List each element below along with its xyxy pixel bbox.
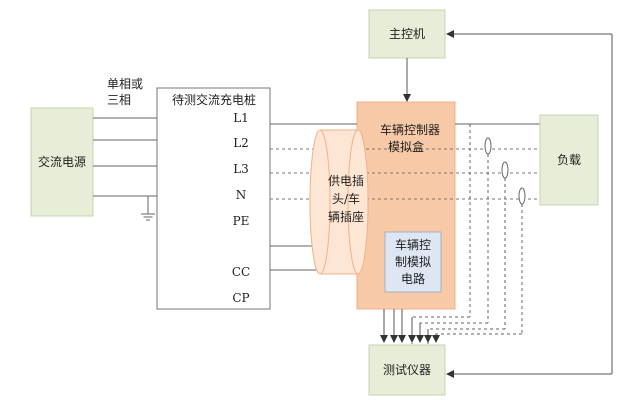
vehicle-controller-line1: 车辆控制器	[380, 122, 440, 137]
pin-label-l1: L1	[233, 111, 249, 125]
ground-icon	[141, 213, 155, 221]
pin-label-n: N	[236, 188, 247, 202]
vehicle-controller-line2: 模拟盒	[388, 139, 424, 154]
pin-label-pe: PE	[233, 214, 250, 228]
plug-label-line3: 辆插座	[328, 209, 364, 224]
charger-box	[156, 87, 271, 310]
tester-box	[368, 344, 446, 396]
ac-source-label: 交流电源	[38, 154, 86, 169]
plug-label-line1: 供电插	[328, 174, 364, 188]
communication-loop	[446, 30, 613, 378]
phase-note-line1: 单相或	[107, 77, 143, 91]
current-probe-icons	[484, 137, 526, 205]
master-label: 主控机	[389, 27, 425, 41]
pin-label-l3: L3	[233, 162, 249, 176]
load-box	[539, 114, 599, 206]
plug-socket	[309, 129, 369, 275]
load-label: 负载	[557, 153, 581, 167]
plug-label-line2: 头/车	[332, 191, 360, 206]
tester-label: 测试仪器	[383, 362, 431, 377]
vehicle-circuit-box	[384, 231, 442, 293]
vehicle-circuit-line2: 制模拟	[395, 255, 431, 269]
vehicle-leads	[380, 309, 440, 343]
vehicle-circuit-line3: 电路	[401, 271, 425, 286]
charger-title: 待测交流充电桩	[172, 92, 256, 107]
pin-label-l2: L2	[233, 136, 249, 150]
pin-label-cp: CP	[232, 291, 249, 305]
ac-source-box	[30, 107, 94, 217]
phase-note-line2: 三相	[107, 93, 131, 107]
pin-label-cc: CC	[232, 265, 250, 279]
source-lines	[93, 117, 157, 197]
master-box	[368, 9, 446, 59]
vehicle-circuit-line1: 车辆控	[395, 237, 431, 252]
